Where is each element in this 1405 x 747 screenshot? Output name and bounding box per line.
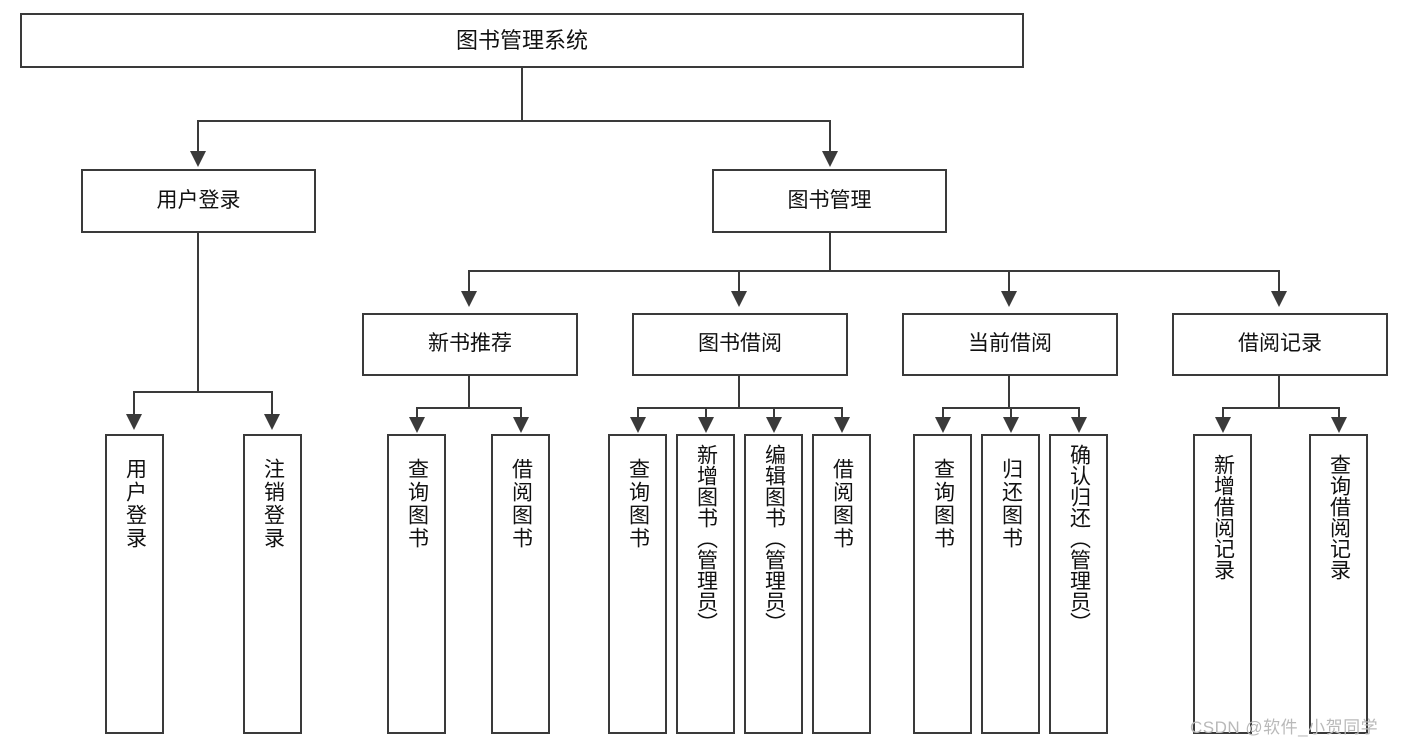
node-leaf-query-book-2-label: 查询图书 xyxy=(626,458,650,550)
connector-newbook-bus xyxy=(416,407,522,409)
node-leaf-user-logout[interactable]: 注销登录 xyxy=(243,434,302,734)
connector-bookborrow-d4 xyxy=(841,407,843,419)
connector-level3-bus xyxy=(468,270,1280,272)
connector-bookmanage-stem xyxy=(829,233,831,270)
node-book-borrow-label: 图书借阅 xyxy=(698,332,782,356)
arrow-to-borrowrecord xyxy=(1271,291,1287,307)
arrow-leaf-query-book-1 xyxy=(409,417,425,433)
connector-currentborrow-d1 xyxy=(942,407,944,419)
connector-bookborrow-bus xyxy=(637,407,841,409)
arrow-to-newbook xyxy=(461,291,477,307)
connector-bookborrow-d2 xyxy=(705,407,707,419)
node-borrow-record-label: 借阅记录 xyxy=(1238,332,1322,356)
node-user-login[interactable]: 用户登录 xyxy=(81,169,316,233)
connector-userlogin-d2 xyxy=(271,391,273,416)
arrow-leaf-user-logout xyxy=(264,414,280,430)
arrow-leaf-add-record xyxy=(1215,417,1231,433)
node-new-book-recommend[interactable]: 新书推荐 xyxy=(362,313,578,376)
connector-borrowrecord-d1 xyxy=(1222,407,1224,419)
node-leaf-confirm-return[interactable]: 确认归还（管理员） xyxy=(1049,434,1108,734)
node-leaf-return-book-label: 归还图书 xyxy=(999,458,1023,550)
node-leaf-user-logout-label: 注销登录 xyxy=(261,458,285,550)
connector-newbook-stem xyxy=(468,376,470,407)
node-leaf-user-login-label: 用户登录 xyxy=(123,458,147,550)
connector-borrowrecord-stem xyxy=(1278,376,1280,407)
node-leaf-return-book[interactable]: 归还图书 xyxy=(981,434,1040,734)
node-borrow-record[interactable]: 借阅记录 xyxy=(1172,313,1388,376)
node-leaf-confirm-return-label: 确认归还（管理员） xyxy=(1067,444,1091,633)
node-root[interactable]: 图书管理系统 xyxy=(20,13,1024,68)
node-leaf-add-record-label: 新增借阅记录 xyxy=(1211,454,1235,580)
connector-to-borrowrecord xyxy=(1278,270,1280,293)
arrow-leaf-add-book xyxy=(698,417,714,433)
node-book-manage-label: 图书管理 xyxy=(787,188,872,212)
arrow-leaf-return-book xyxy=(1003,417,1019,433)
node-leaf-borrow-book-1-label: 借阅图书 xyxy=(509,458,533,550)
connector-to-newbook xyxy=(468,270,470,293)
node-leaf-query-book-1[interactable]: 查询图书 xyxy=(387,434,446,734)
connector-borrowrecord-bus xyxy=(1222,407,1338,409)
node-leaf-query-book-1-label: 查询图书 xyxy=(405,458,429,550)
arrow-leaf-query-record xyxy=(1331,417,1347,433)
node-leaf-edit-book-label: 编辑图书（管理员） xyxy=(762,444,786,633)
connector-userlogin-d1 xyxy=(133,391,135,416)
node-leaf-query-book-3[interactable]: 查询图书 xyxy=(913,434,972,734)
node-leaf-query-record-label: 查询借阅记录 xyxy=(1327,454,1351,580)
connector-userlogin-bus xyxy=(133,391,273,393)
connector-to-currentborrow xyxy=(1008,270,1010,293)
node-leaf-edit-book[interactable]: 编辑图书（管理员） xyxy=(744,434,803,734)
node-root-label: 图书管理系统 xyxy=(455,27,588,53)
connector-newbook-d1 xyxy=(416,407,418,419)
connector-bookborrow-d3 xyxy=(773,407,775,419)
node-leaf-user-login[interactable]: 用户登录 xyxy=(105,434,164,734)
connector-to-bookborrow xyxy=(738,270,740,293)
node-user-login-label: 用户登录 xyxy=(156,188,241,212)
node-leaf-add-book-label: 新增图书（管理员） xyxy=(694,444,718,633)
node-current-borrow-label: 当前借阅 xyxy=(968,332,1052,356)
arrow-leaf-query-book-3 xyxy=(935,417,951,433)
arrow-to-bookborrow xyxy=(731,291,747,307)
node-book-borrow[interactable]: 图书借阅 xyxy=(632,313,848,376)
connector-userlogin-stem xyxy=(197,233,199,391)
connector-bookborrow-d1 xyxy=(637,407,639,419)
arrow-leaf-edit-book xyxy=(766,417,782,433)
node-leaf-borrow-book-1[interactable]: 借阅图书 xyxy=(491,434,550,734)
arrow-leaf-borrow-book-2 xyxy=(834,417,850,433)
arrow-to-book-manage xyxy=(822,151,838,167)
arrow-leaf-confirm-return xyxy=(1071,417,1087,433)
node-leaf-query-book-3-label: 查询图书 xyxy=(931,458,955,550)
node-leaf-query-record[interactable]: 查询借阅记录 xyxy=(1309,434,1368,734)
node-leaf-borrow-book-2-label: 借阅图书 xyxy=(830,458,854,550)
arrow-leaf-user-login xyxy=(126,414,142,430)
connector-root-bus xyxy=(197,120,831,122)
arrow-leaf-borrow-book-1 xyxy=(513,417,529,433)
node-book-manage[interactable]: 图书管理 xyxy=(712,169,947,233)
watermark-text: CSDN @软件_小贺同学 xyxy=(1190,718,1379,737)
arrow-to-user-login xyxy=(190,151,206,167)
node-leaf-add-record[interactable]: 新增借阅记录 xyxy=(1193,434,1252,734)
connector-to-book-manage xyxy=(829,120,831,153)
arrow-to-currentborrow xyxy=(1001,291,1017,307)
connector-currentborrow-d2 xyxy=(1010,407,1012,419)
connector-newbook-d2 xyxy=(520,407,522,419)
node-current-borrow[interactable]: 当前借阅 xyxy=(902,313,1118,376)
node-leaf-add-book[interactable]: 新增图书（管理员） xyxy=(676,434,735,734)
connector-bookborrow-stem xyxy=(738,376,740,407)
connector-to-user-login xyxy=(197,120,199,153)
connector-borrowrecord-d2 xyxy=(1338,407,1340,419)
connector-currentborrow-d3 xyxy=(1078,407,1080,419)
arrow-leaf-query-book-2 xyxy=(630,417,646,433)
connector-currentborrow-stem xyxy=(1008,376,1010,407)
node-leaf-query-book-2[interactable]: 查询图书 xyxy=(608,434,667,734)
node-new-book-recommend-label: 新书推荐 xyxy=(428,332,512,356)
connector-root-stem xyxy=(521,68,523,120)
node-leaf-borrow-book-2[interactable]: 借阅图书 xyxy=(812,434,871,734)
